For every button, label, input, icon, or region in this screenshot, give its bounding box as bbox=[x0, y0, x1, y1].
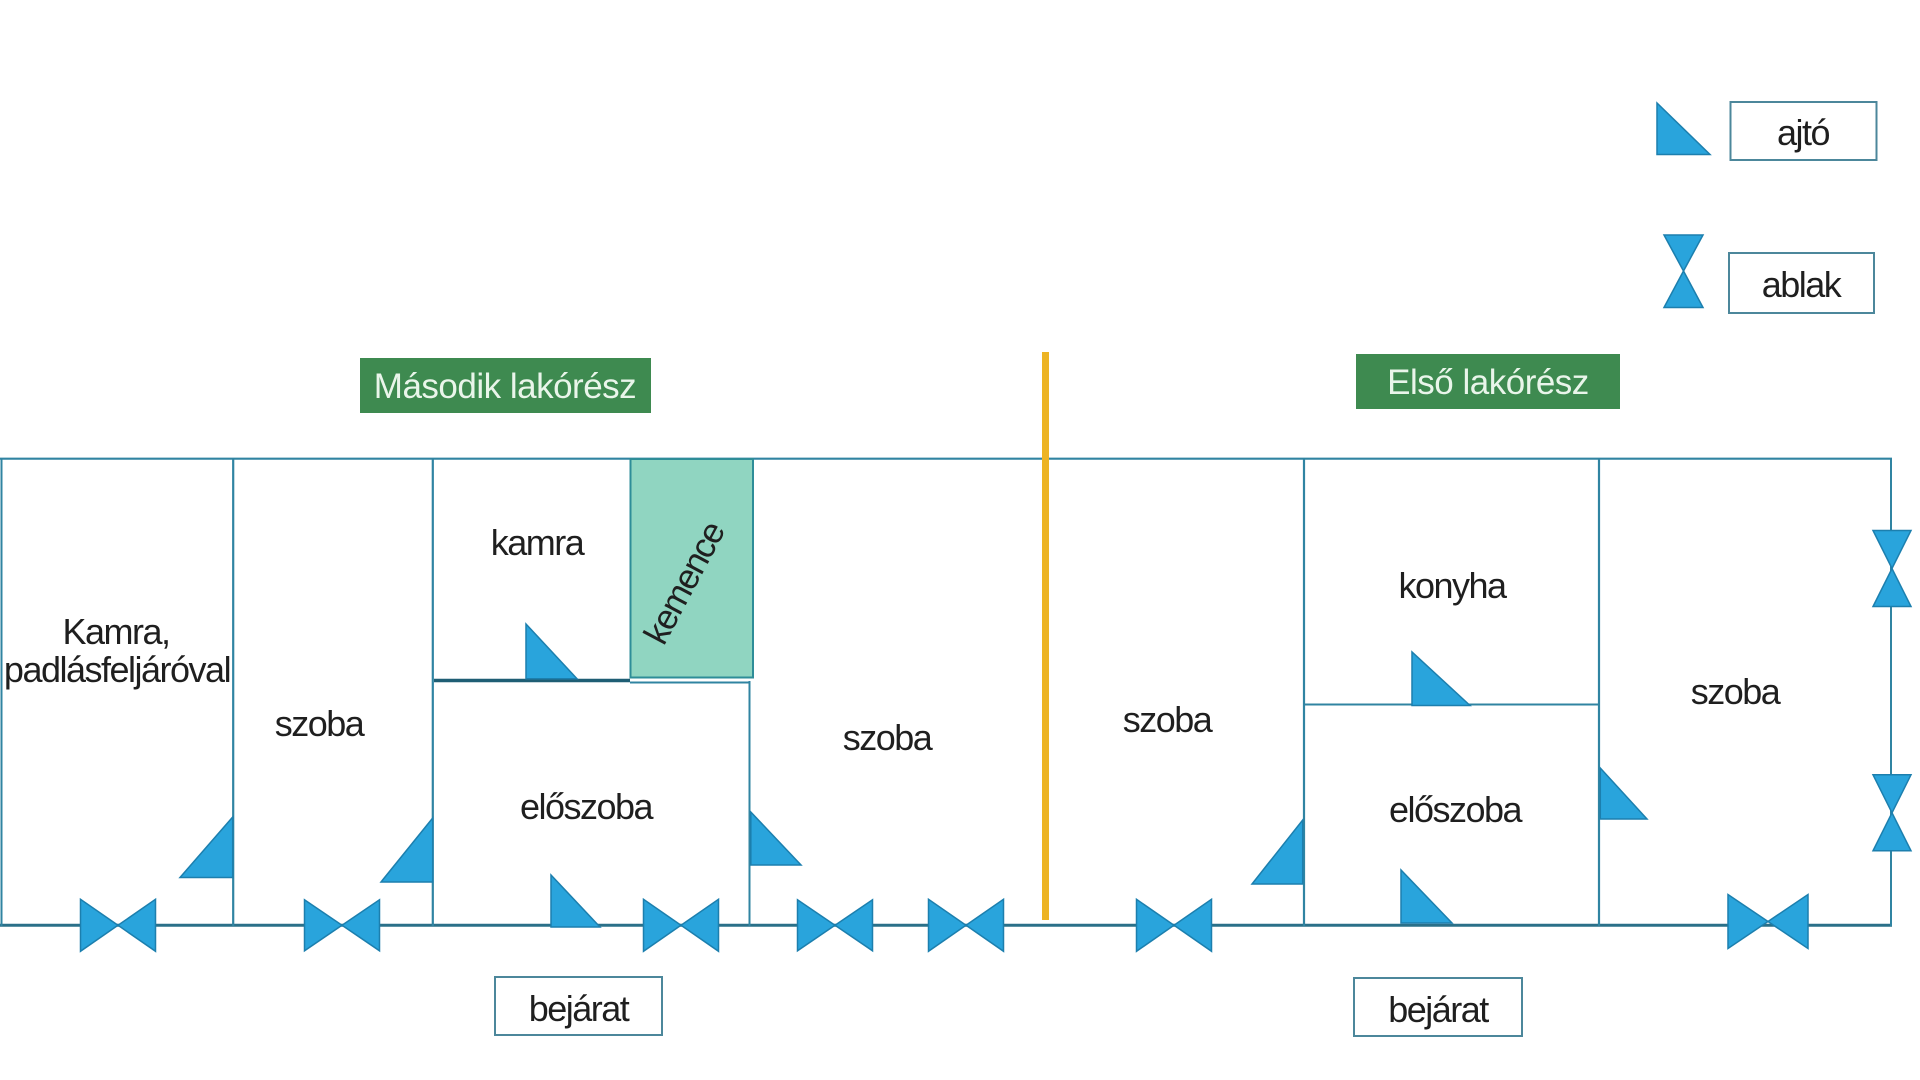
svg-text:kamra: kamra bbox=[491, 522, 586, 563]
svg-text:szoba: szoba bbox=[1123, 699, 1214, 740]
svg-text:szoba: szoba bbox=[275, 703, 366, 744]
svg-text:padlásfeljáróval: padlásfeljáróval bbox=[4, 649, 230, 690]
svg-text:szoba: szoba bbox=[1691, 671, 1782, 712]
svg-text:szoba: szoba bbox=[843, 717, 934, 758]
svg-text:bejárat: bejárat bbox=[529, 988, 630, 1029]
svg-text:előszoba: előszoba bbox=[1389, 789, 1524, 830]
svg-text:Első lakórész: Első lakórész bbox=[1387, 363, 1589, 402]
svg-text:bejárat: bejárat bbox=[1388, 989, 1489, 1030]
svg-text:Második lakórész: Második lakórész bbox=[374, 367, 636, 406]
svg-text:ablak: ablak bbox=[1762, 264, 1843, 305]
svg-text:előszoba: előszoba bbox=[520, 786, 655, 827]
svg-text:konyha: konyha bbox=[1398, 565, 1508, 606]
svg-text:ajtó: ajtó bbox=[1777, 112, 1830, 153]
svg-text:Kamra,: Kamra, bbox=[62, 611, 169, 652]
